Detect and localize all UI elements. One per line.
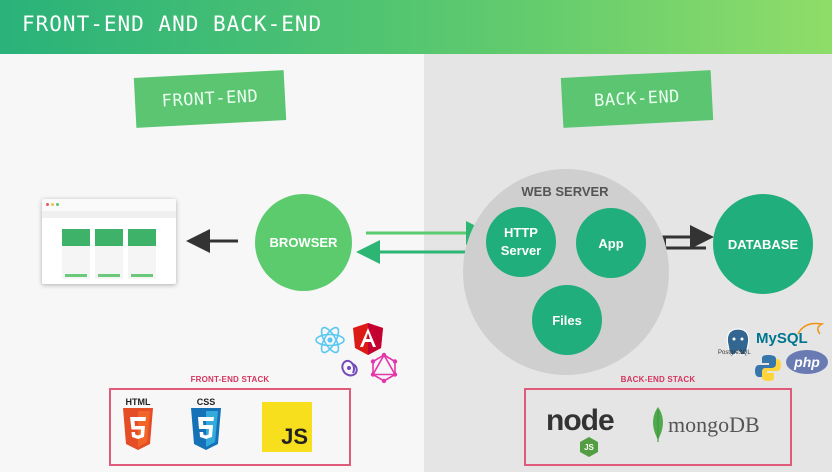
- php-icon: php: [786, 350, 828, 374]
- mockup-dot-icon: [51, 203, 54, 206]
- mockup-dot-icon: [46, 203, 49, 206]
- front-end-stack-label: FRONT-END STACK: [190, 375, 270, 384]
- back-end-stack: [524, 388, 792, 466]
- server-label: Server: [500, 243, 542, 258]
- front-end-stack: [109, 388, 351, 466]
- angular-icon: [353, 323, 383, 355]
- mockup-card: [128, 229, 156, 279]
- mongodb-label: mongoDB: [668, 412, 760, 437]
- php-label: php: [794, 354, 820, 370]
- css-label: CSS: [196, 397, 216, 407]
- html5-icon: [123, 408, 153, 450]
- postgres-icon: [726, 328, 750, 356]
- mockup-toolbar: [42, 211, 176, 218]
- mockup-card: [62, 229, 90, 279]
- browser-node: BROWSER: [255, 194, 352, 291]
- postgres-label: PostgreSQL: [718, 350, 751, 356]
- css3-icon: [191, 408, 221, 450]
- http-label: HTTP: [504, 225, 538, 240]
- header-bar: FRONT-END AND BACK-END: [0, 0, 832, 54]
- mysql-icon: [797, 322, 825, 335]
- website-mockup: [42, 199, 176, 284]
- database-node: DATABASE: [713, 194, 813, 294]
- mysql-logo: MySQL: [756, 330, 808, 347]
- web-server-label: WEB SERVER: [521, 184, 609, 199]
- node-icon: JS: [580, 437, 598, 457]
- mockup-card: [95, 229, 123, 279]
- html-label: HTML: [125, 397, 151, 407]
- redux-icon: [341, 359, 358, 377]
- js-icon: JS: [262, 402, 312, 452]
- app-node: App: [576, 208, 646, 278]
- files-node: Files: [532, 285, 602, 355]
- node-label: node: [546, 404, 615, 437]
- http-server-node: HTTP Server: [486, 207, 556, 277]
- svg-text:JS: JS: [584, 443, 594, 452]
- mongodb-logo: mongoDB: [668, 412, 760, 438]
- react-icon: [315, 326, 345, 354]
- mysql-label: MySQL: [756, 330, 808, 347]
- back-end-stack-label: BACK-END STACK: [620, 375, 696, 384]
- mongodb-icon: [653, 407, 663, 442]
- js-label: JS: [281, 424, 308, 449]
- python-icon: [755, 355, 781, 381]
- node-logo: node: [546, 404, 615, 438]
- mockup-dot-icon: [56, 203, 59, 206]
- graphql-icon: [370, 352, 398, 384]
- page-title: FRONT-END AND BACK-END: [22, 12, 323, 36]
